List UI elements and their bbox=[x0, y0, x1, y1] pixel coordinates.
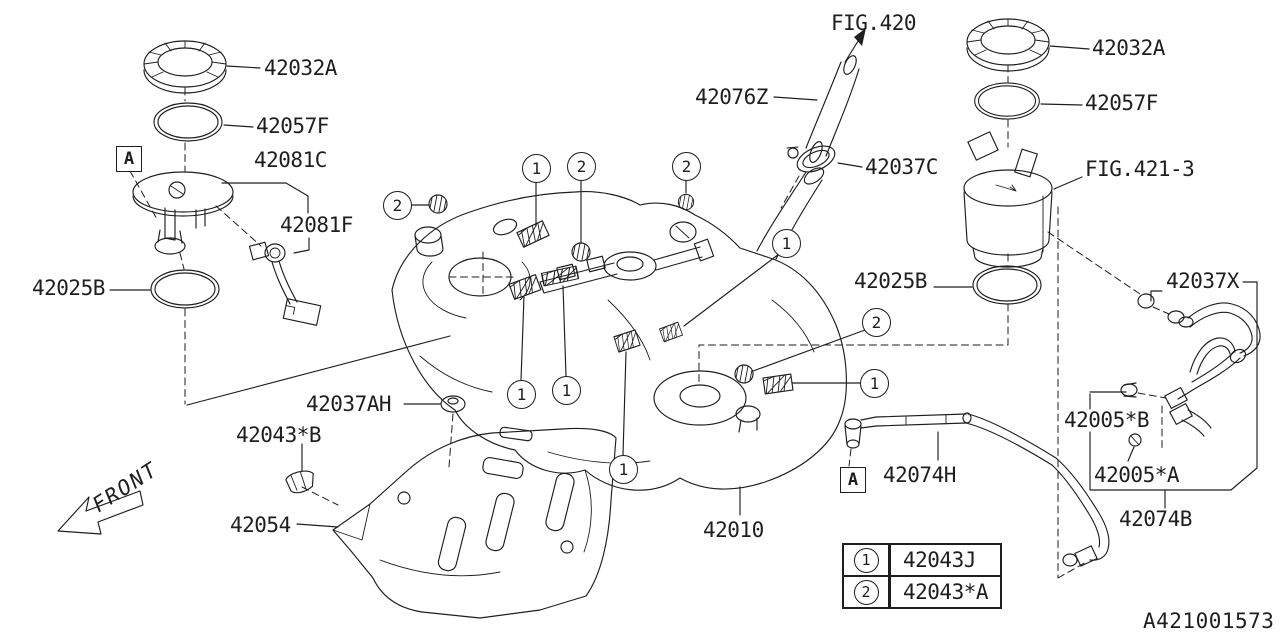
fuel-tank-body bbox=[391, 191, 847, 491]
label-fig420: FIG.420 bbox=[831, 11, 917, 35]
callout-1: 1 bbox=[860, 369, 889, 398]
fuel-sender-assembly bbox=[132, 171, 234, 255]
label-fig421-3: FIG.421-3 bbox=[1085, 157, 1195, 181]
legend-part-number: 42043*A bbox=[903, 580, 989, 604]
label-42076z: 42076Z bbox=[695, 85, 768, 109]
assembly-dashed-lines bbox=[129, 64, 1170, 579]
legend-row: 1 42043J bbox=[844, 545, 1000, 575]
fuel-pipe-42074h bbox=[844, 412, 1057, 466]
label-42032a-left: 42032A bbox=[264, 56, 337, 80]
sender-connector-42081f bbox=[248, 241, 322, 326]
callout-1: 1 bbox=[609, 455, 638, 484]
label-42037c: 42037C bbox=[865, 155, 938, 179]
legend-num-cell: 1 bbox=[844, 545, 891, 575]
leader-lines bbox=[109, 45, 1258, 528]
diagram-id: A421001573 bbox=[1143, 609, 1275, 633]
label-42005a: 42005*A bbox=[1094, 463, 1180, 487]
fuel-cap-ring-right bbox=[966, 18, 1050, 72]
callout-1: 1 bbox=[772, 229, 801, 258]
ref-box-a-right: A bbox=[840, 467, 866, 493]
label-42037ah: 42037AH bbox=[306, 392, 392, 416]
callout-1: 1 bbox=[507, 380, 536, 409]
oring-42057f-right bbox=[974, 82, 1040, 120]
heat-shield-42054 bbox=[332, 426, 617, 619]
oring-42025b-left bbox=[150, 269, 220, 309]
label-42057f-left: 42057F bbox=[256, 114, 329, 138]
label-42025b-left: 42025B bbox=[32, 276, 105, 300]
label-42043b: 42043*B bbox=[236, 423, 322, 447]
fuel-hose-42074b bbox=[1051, 457, 1110, 567]
legend-num-cell: 2 bbox=[844, 577, 891, 607]
callout-2: 2 bbox=[672, 152, 701, 181]
legend-row: 2 42043*A bbox=[844, 575, 1001, 607]
ref-box-a-left: A bbox=[116, 146, 142, 172]
clip-42043b bbox=[285, 470, 314, 494]
label-42005b: 42005*B bbox=[1064, 408, 1150, 432]
label-42032a-right: 42032A bbox=[1092, 36, 1165, 60]
fuel-cap-ring-left bbox=[143, 40, 227, 94]
hose-clamp-42037c bbox=[786, 145, 836, 173]
fuel-lines-42037x bbox=[1120, 293, 1261, 447]
callout-1: 1 bbox=[522, 154, 551, 183]
callout-2-glyph: 2 bbox=[853, 579, 879, 605]
label-42081c: 42081C bbox=[254, 148, 327, 172]
callout-1-glyph: 1 bbox=[853, 547, 879, 573]
label-42081f: 42081F bbox=[280, 213, 353, 237]
fig420-arrow bbox=[844, 28, 866, 63]
label-42025b-right: 42025B bbox=[854, 269, 927, 293]
oring-42025b-right bbox=[972, 265, 1042, 305]
label-42054: 42054 bbox=[230, 513, 291, 537]
oring-42057f-left bbox=[153, 102, 223, 142]
label-42074h: 42074H bbox=[883, 463, 956, 487]
label-42057f-right: 42057F bbox=[1085, 91, 1158, 115]
grommet-42037ah bbox=[440, 395, 466, 413]
callout-2: 2 bbox=[383, 191, 412, 220]
legend-part-number: 42043J bbox=[903, 548, 976, 572]
label-42010: 42010 bbox=[703, 518, 764, 542]
callout-2: 2 bbox=[862, 308, 891, 337]
callout-1: 1 bbox=[552, 376, 581, 405]
tank-cushions bbox=[428, 193, 794, 395]
label-42074b: 42074B bbox=[1119, 507, 1192, 531]
front-arrow bbox=[57, 490, 144, 535]
label-42037x: 42037X bbox=[1166, 269, 1239, 293]
fuel-pump-module bbox=[963, 131, 1053, 268]
legend-table: 1 42043J 2 42043*A bbox=[842, 543, 1003, 609]
callout-2: 2 bbox=[567, 152, 596, 181]
